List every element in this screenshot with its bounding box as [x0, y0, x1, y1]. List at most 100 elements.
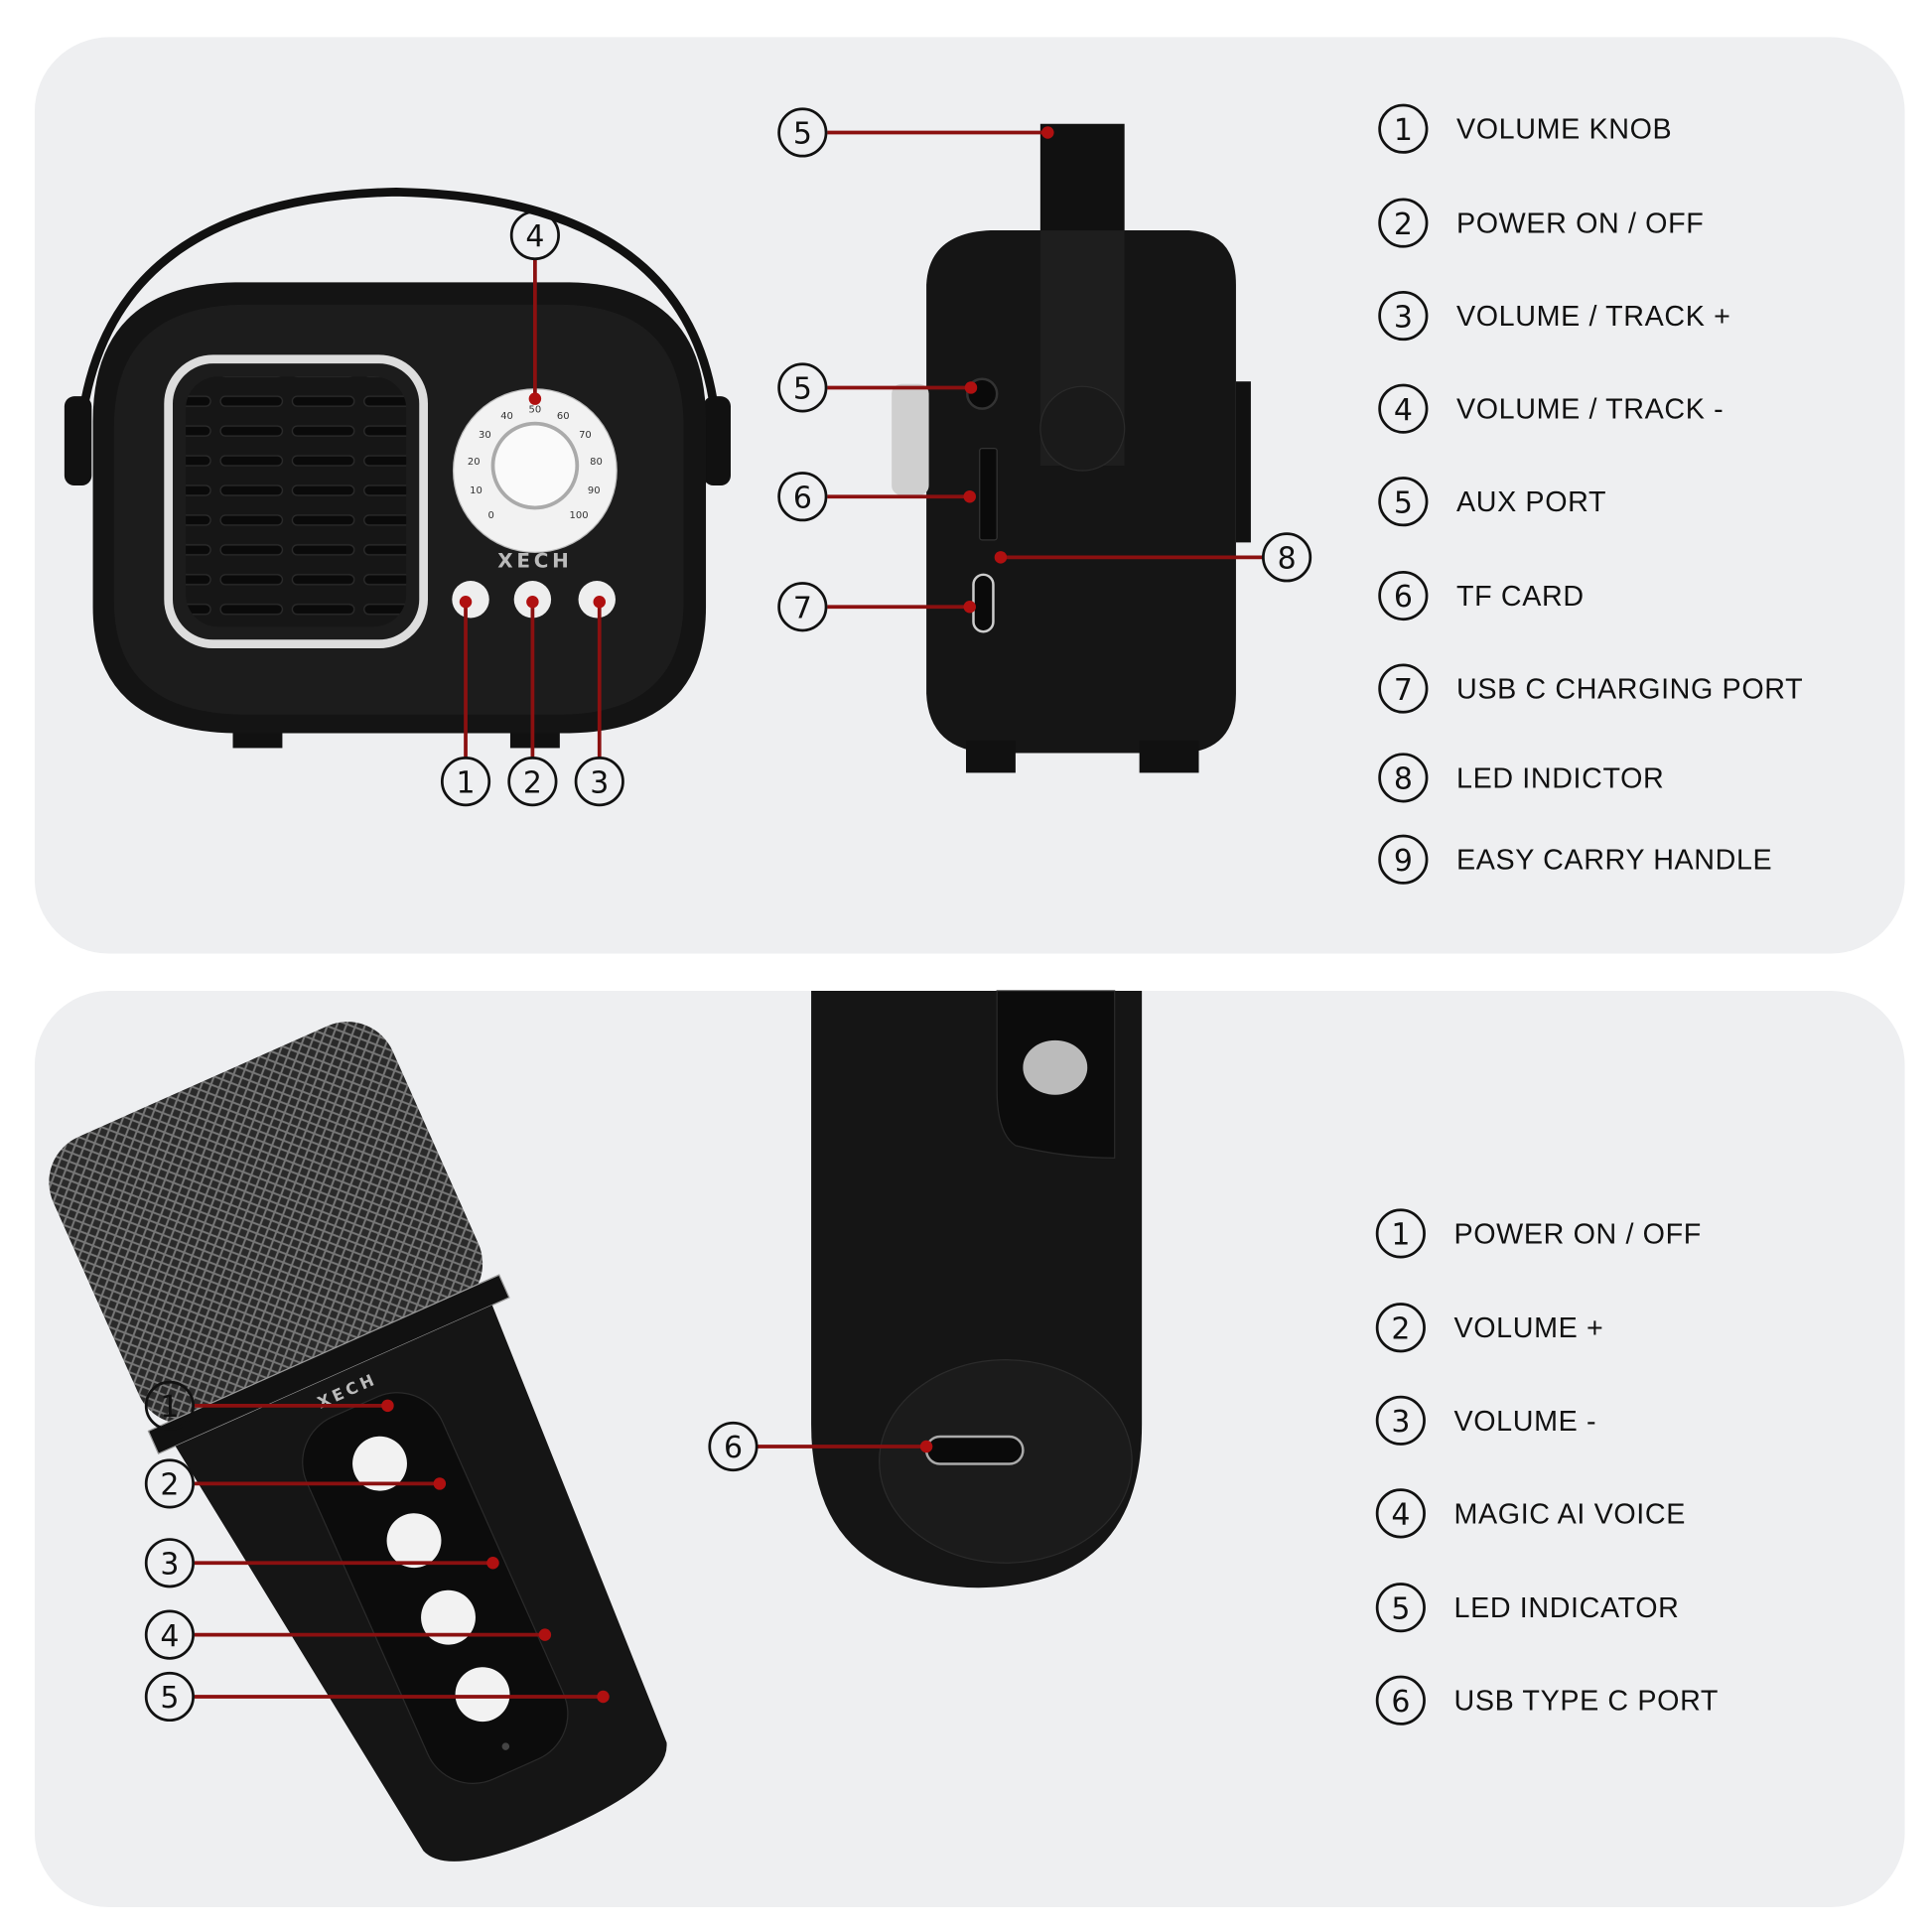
- legend-item: 1 VOLUME KNOB: [1378, 103, 1672, 154]
- mic-magic-voice-button[interactable]: [447, 1658, 518, 1729]
- legend-label: VOLUME -: [1453, 1406, 1596, 1438]
- legend-number: 7: [1394, 673, 1413, 708]
- dial-mark: 70: [579, 430, 592, 441]
- legend-number-ring: [1378, 291, 1429, 342]
- legend-number: 2: [1394, 207, 1413, 242]
- dial-mark: 90: [588, 485, 601, 496]
- mic-volume-up-button[interactable]: [378, 1504, 450, 1576]
- dial-mark: 0: [488, 510, 494, 521]
- svg-text:7: 7: [793, 591, 812, 625]
- callout-3: 3: [574, 757, 624, 807]
- dial-mark: 80: [590, 457, 603, 468]
- svg-text:5: 5: [160, 1681, 179, 1716]
- callout-2: 2: [507, 757, 558, 807]
- mic-callout-3: 3: [144, 1538, 195, 1588]
- tf-card-slot: [979, 447, 998, 541]
- speaker-callouts: 5 4 1 2 3 5 6 7 8: [440, 107, 1312, 807]
- legend-number-ring: [1375, 1675, 1426, 1725]
- legend-item: 2 VOLUME +: [1375, 1303, 1603, 1353]
- svg-text:2: 2: [160, 1468, 179, 1503]
- svg-text:3: 3: [160, 1547, 179, 1582]
- dial-mark: 60: [557, 411, 570, 422]
- dial-mark: 20: [468, 457, 481, 468]
- svg-text:4: 4: [525, 219, 544, 254]
- legend-label: AUX PORT: [1456, 486, 1606, 518]
- microphone-callouts: 1 2 3 4 5 6: [144, 1380, 933, 1723]
- legend-label: MAGIC AI VOICE: [1453, 1498, 1686, 1530]
- legend-item: 1 POWER ON / OFF: [1375, 1208, 1701, 1259]
- legend-item: 8 LED INDICTOR: [1378, 753, 1664, 803]
- legend-number-ring: [1378, 103, 1429, 154]
- legend-number: 9: [1394, 844, 1413, 879]
- legend-number-ring: [1378, 570, 1429, 621]
- legend-number: 5: [1391, 1591, 1410, 1626]
- legend-number-ring: [1378, 477, 1429, 527]
- svg-text:5: 5: [793, 372, 812, 407]
- legend-number: 5: [1394, 485, 1413, 520]
- mic-callout-5: 5: [144, 1671, 195, 1723]
- microphone-bottom-view: [811, 990, 1143, 1588]
- mic-callout-6: 6: [708, 1421, 759, 1472]
- legend-number-ring: [1375, 1583, 1426, 1633]
- usb-c-port: [972, 573, 995, 633]
- callout-5-aux: 5: [777, 362, 828, 413]
- mic-power-button[interactable]: [344, 1428, 415, 1499]
- legend-item: 7 USB C CHARGING PORT: [1378, 663, 1803, 714]
- callout-8: 8: [1262, 532, 1312, 583]
- legend-number: 4: [1391, 1498, 1410, 1533]
- legend-label: USB C CHARGING PORT: [1456, 674, 1803, 706]
- legend-label: USB TYPE C PORT: [1453, 1686, 1719, 1718]
- legend-number-ring: [1378, 753, 1429, 803]
- svg-text:1: 1: [457, 765, 476, 800]
- svg-text:5: 5: [793, 117, 812, 152]
- legend-label: LED INDICTOR: [1456, 762, 1664, 794]
- dial-mark: 40: [500, 411, 513, 422]
- legend-label: TF CARD: [1456, 581, 1585, 613]
- callout-5-handle: 5: [777, 107, 828, 158]
- dial-mark: 10: [470, 485, 483, 496]
- svg-text:2: 2: [523, 765, 542, 800]
- speaker-brand-logo: XECH: [497, 548, 572, 572]
- legend-number: 1: [1391, 1218, 1410, 1253]
- mic-led-indicator: [501, 1742, 510, 1750]
- legend-number-ring: [1378, 663, 1429, 714]
- mic-usb-c-port: [924, 1435, 1025, 1465]
- legend-label: POWER ON / OFF: [1453, 1218, 1701, 1250]
- legend-item: 5 LED INDICATOR: [1375, 1583, 1679, 1633]
- callout-1: 1: [440, 757, 491, 807]
- callout-4: 4: [509, 209, 560, 261]
- legend-label: VOLUME / TRACK +: [1456, 301, 1730, 333]
- mic-callout-1: 1: [144, 1380, 195, 1431]
- legend-number-ring: [1375, 1208, 1426, 1259]
- dial-mark: 50: [529, 404, 542, 415]
- legend-number-ring: [1378, 834, 1429, 885]
- legend-label: VOLUME KNOB: [1456, 114, 1672, 146]
- legend-number: 3: [1394, 300, 1413, 335]
- legend-number: 2: [1391, 1311, 1410, 1346]
- legend-item: 3 VOLUME / TRACK +: [1378, 291, 1730, 342]
- mic-volume-down-button[interactable]: [412, 1582, 483, 1653]
- legend-number: 8: [1394, 762, 1413, 797]
- legend-item: 5 AUX PORT: [1378, 477, 1606, 527]
- legend-label: LED INDICATOR: [1453, 1592, 1679, 1624]
- svg-text:8: 8: [1278, 542, 1297, 577]
- microphone-angled-view: XECH: [49, 1022, 667, 1862]
- mic-callout-4: 4: [144, 1609, 195, 1660]
- callout-6: 6: [777, 472, 828, 522]
- legend-label: VOLUME / TRACK -: [1456, 394, 1724, 426]
- dial-mark: 100: [570, 510, 589, 521]
- legend-number-ring: [1375, 1303, 1426, 1353]
- legend-number: 4: [1394, 393, 1413, 428]
- svg-text:4: 4: [160, 1619, 179, 1654]
- legend-number: 1: [1394, 113, 1413, 148]
- legend-label: VOLUME +: [1453, 1312, 1603, 1344]
- svg-text:6: 6: [724, 1431, 743, 1465]
